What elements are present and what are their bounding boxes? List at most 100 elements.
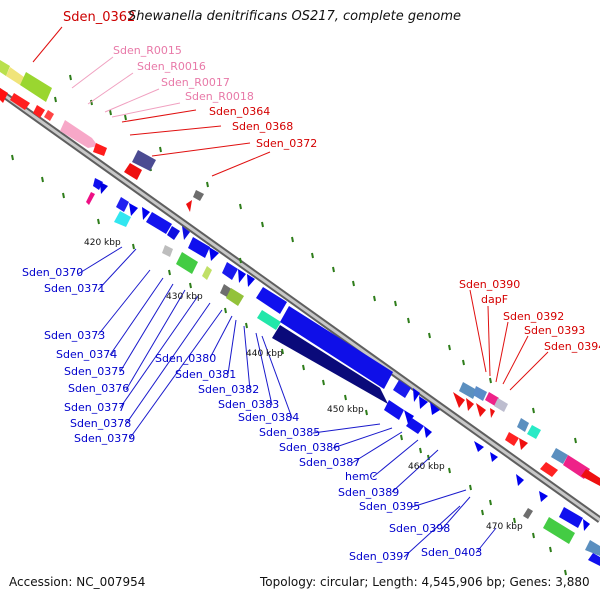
gene-label[interactable]: Sden_R0018 <box>185 90 254 103</box>
gene-label[interactable]: Sden_0403 <box>421 546 482 559</box>
gene-feature[interactable] <box>474 441 484 452</box>
gene-feature[interactable] <box>413 388 420 402</box>
gene-feature[interactable] <box>494 398 508 412</box>
gene-label[interactable]: Sden_0370 <box>22 266 83 279</box>
gene-feature[interactable] <box>182 226 190 240</box>
gene-label[interactable]: Sden_0371 <box>44 282 105 295</box>
gene-label[interactable]: Sden_0390 <box>459 278 520 291</box>
gene-feature[interactable] <box>129 203 138 216</box>
gene-label[interactable]: Sden_0375 <box>64 365 125 378</box>
gene-feature[interactable] <box>238 269 246 283</box>
gene-feature[interactable] <box>519 438 528 450</box>
gene-feature[interactable] <box>209 247 219 261</box>
gene-feature[interactable] <box>176 252 198 274</box>
gene-label[interactable]: dapF <box>481 293 508 306</box>
gene-feature[interactable] <box>543 517 575 544</box>
gene-label[interactable]: Sden_0376 <box>68 382 129 395</box>
gene-feature[interactable] <box>257 310 281 330</box>
gene-label[interactable]: Sden_0381 <box>175 368 236 381</box>
gene-feature[interactable] <box>476 403 486 417</box>
gene-label[interactable]: Sden_R0016 <box>137 60 206 73</box>
gene-label[interactable]: Sden_0383 <box>218 398 279 411</box>
gene-feature[interactable] <box>517 418 529 432</box>
gene-feature[interactable] <box>393 380 411 398</box>
gene-label[interactable]: Sden_0380 <box>155 352 216 365</box>
gene-feature[interactable] <box>186 200 192 212</box>
gene-feature[interactable] <box>188 237 210 258</box>
gene-feature[interactable] <box>86 192 95 205</box>
gene-feature[interactable] <box>44 110 54 121</box>
gene-feature[interactable] <box>527 425 541 439</box>
gene-feature[interactable] <box>453 392 465 408</box>
gene-label[interactable]: Sden_0394 <box>544 340 600 353</box>
gene-feature[interactable] <box>485 392 499 406</box>
gene-label[interactable]: Sden_0398 <box>389 522 450 535</box>
gene-feature[interactable] <box>523 508 533 519</box>
gene-feature[interactable] <box>516 474 524 486</box>
gene-label[interactable]: Sden_0392 <box>503 310 564 323</box>
gene-feature[interactable] <box>419 396 428 409</box>
gene-feature[interactable] <box>430 402 440 415</box>
gene-feature[interactable] <box>583 519 590 531</box>
gene-feature[interactable] <box>473 386 487 401</box>
gene-feature[interactable] <box>60 120 98 148</box>
gene-feature[interactable] <box>226 288 244 306</box>
gene-feature[interactable] <box>256 287 287 314</box>
gene-feature[interactable] <box>162 245 173 257</box>
gene-feature[interactable] <box>202 266 212 280</box>
gene-feature[interactable] <box>272 325 388 404</box>
gene-feature[interactable] <box>588 553 600 566</box>
gene-label[interactable]: Sden_0382 <box>198 383 259 396</box>
gene-label[interactable]: Sden_0379 <box>74 432 135 445</box>
gene-feature[interactable] <box>6 67 24 85</box>
gene-label[interactable]: Sden_0386 <box>279 441 340 454</box>
gene-feature[interactable] <box>132 150 156 171</box>
gene-feature[interactable] <box>167 226 180 240</box>
gene-feature[interactable] <box>142 207 150 220</box>
gene-feature[interactable] <box>539 491 548 502</box>
gene-feature[interactable] <box>10 93 30 110</box>
gene-feature[interactable] <box>505 432 519 446</box>
gene-feature[interactable] <box>581 469 600 486</box>
gene-label[interactable]: Sden_0364 <box>209 105 270 118</box>
gene-label[interactable]: Sden_0385 <box>259 426 320 439</box>
gene-label[interactable]: Sden_0368 <box>232 120 293 133</box>
gene-feature[interactable] <box>466 398 474 411</box>
gene-feature[interactable] <box>100 182 108 194</box>
gene-feature[interactable] <box>490 408 495 418</box>
gene-feature[interactable] <box>33 105 45 118</box>
gene-label[interactable]: Sden_R0017 <box>161 76 230 89</box>
gene-feature[interactable] <box>551 448 568 464</box>
gene-feature[interactable] <box>222 262 238 280</box>
gene-label[interactable]: hemC <box>345 470 377 483</box>
gene-feature[interactable] <box>116 197 129 212</box>
gene-label[interactable]: Sden_0378 <box>70 417 131 430</box>
gene-feature[interactable] <box>124 163 142 180</box>
gene-feature[interactable] <box>20 72 52 102</box>
gene-feature[interactable] <box>247 274 255 287</box>
gene-label[interactable]: Sden_0387 <box>299 456 360 469</box>
gene-feature[interactable] <box>459 382 477 399</box>
gene-feature[interactable] <box>0 88 8 103</box>
gene-feature[interactable] <box>384 400 404 420</box>
gene-label[interactable]: Sden_0384 <box>238 411 299 424</box>
gene-feature[interactable] <box>114 211 131 227</box>
gene-label[interactable]: Sden_R0015 <box>113 44 182 57</box>
gene-label[interactable]: Sden_0397 <box>349 550 410 563</box>
gene-label[interactable]: Sden_0377 <box>64 401 125 414</box>
gene-feature[interactable] <box>424 426 432 438</box>
gene-feature[interactable] <box>404 410 414 424</box>
gene-feature[interactable] <box>585 540 600 556</box>
gene-feature[interactable] <box>540 462 558 477</box>
gene-feature[interactable] <box>280 306 393 389</box>
gene-feature[interactable] <box>193 190 204 201</box>
gene-label[interactable]: Sden_0372 <box>256 137 317 150</box>
gene-feature[interactable] <box>93 143 107 156</box>
gene-label[interactable]: Sden_0374 <box>56 348 117 361</box>
gene-feature[interactable] <box>406 418 424 434</box>
gene-label[interactable]: Sden_0393 <box>524 324 585 337</box>
title-gene-label[interactable]: Sden_0362 <box>63 10 136 25</box>
gene-label[interactable]: Sden_0395 <box>359 500 420 513</box>
gene-label[interactable]: Sden_0373 <box>44 329 105 342</box>
gene-feature[interactable] <box>490 452 498 462</box>
